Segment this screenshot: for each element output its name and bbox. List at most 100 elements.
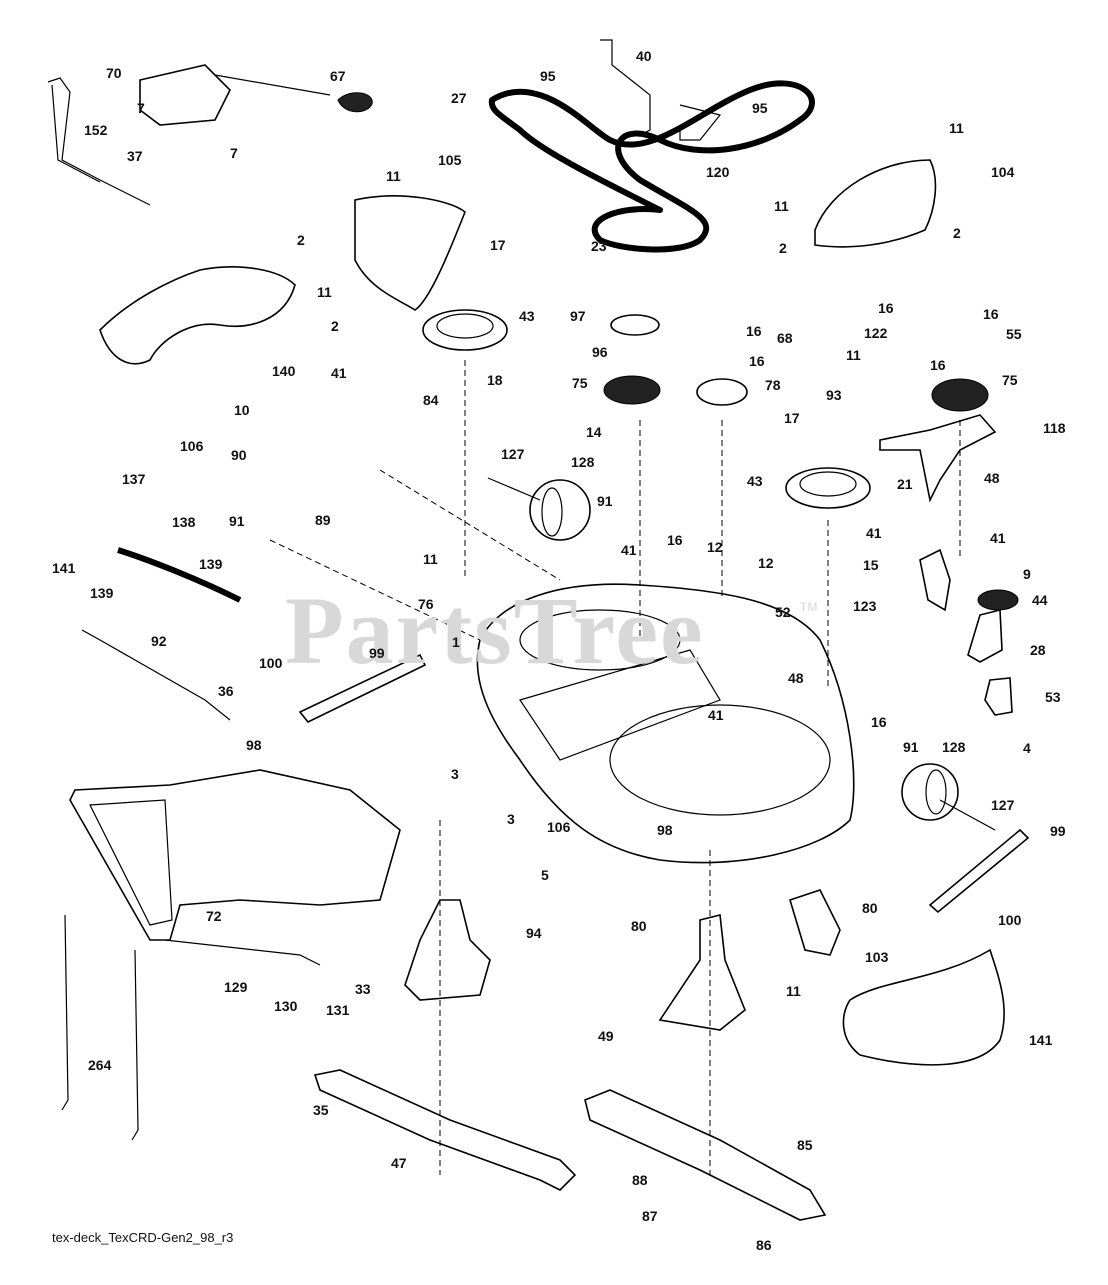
callout-55: 55	[1006, 326, 1022, 342]
callout-86: 86	[756, 1237, 772, 1253]
bracket-118	[879, 414, 997, 503]
callout-128-b: 128	[942, 739, 966, 755]
callout-33: 33	[355, 981, 371, 997]
callout-7-a: 7	[137, 100, 145, 116]
callout-96: 96	[592, 344, 608, 360]
callout-27: 27	[451, 90, 467, 106]
callout-12-a: 12	[707, 539, 723, 555]
callout-21: 21	[897, 476, 913, 492]
callout-35: 35	[313, 1102, 329, 1118]
callout-49: 49	[598, 1028, 614, 1044]
callout-23: 23	[591, 238, 607, 254]
callout-5: 5	[541, 867, 549, 883]
callout-16-g: 16	[871, 714, 887, 730]
callout-103: 103	[865, 949, 889, 965]
callout-264: 264	[88, 1057, 112, 1073]
rod-264-left	[61, 914, 69, 1111]
callout-100-a: 100	[259, 655, 283, 671]
callout-95-b: 95	[752, 100, 768, 116]
idler-75-right	[931, 378, 989, 412]
callout-12-b: 12	[758, 555, 774, 571]
hose-138	[117, 547, 242, 603]
callout-137: 137	[122, 471, 146, 487]
callout-36: 36	[218, 683, 234, 699]
callout-94: 94	[526, 925, 542, 941]
callout-2-c: 2	[953, 225, 961, 241]
callout-100-b: 100	[998, 912, 1022, 928]
axle-127-left	[487, 477, 541, 501]
diagram-caption: tex-deck_TexCRD-Gen2_98_r3	[52, 1230, 234, 1245]
watermark: PartsTree	[285, 577, 705, 684]
callout-139-b: 139	[90, 585, 114, 601]
callout-90: 90	[231, 447, 247, 463]
rod-92	[81, 629, 231, 721]
callout-43-b: 43	[747, 473, 763, 489]
callout-2-d: 2	[779, 240, 787, 256]
callout-48-b: 48	[788, 670, 804, 686]
callout-37: 37	[127, 148, 143, 164]
callout-67: 67	[330, 68, 346, 84]
callout-47: 47	[391, 1155, 407, 1171]
gauge-wheel-128-right	[901, 763, 959, 821]
callout-41-b: 41	[621, 542, 637, 558]
callout-11-b: 11	[317, 284, 332, 300]
callout-41-e: 41	[708, 707, 724, 723]
callout-106-a: 106	[180, 438, 204, 454]
belt-cover-104	[814, 159, 937, 248]
callout-131: 131	[326, 1002, 350, 1018]
callout-48-a: 48	[984, 470, 1000, 486]
handle-67	[337, 92, 373, 113]
belt-guide-120	[679, 104, 722, 141]
spindle-49	[658, 914, 746, 1031]
rod-129	[164, 939, 321, 966]
callout-139-a: 139	[199, 556, 223, 572]
callout-11-e: 11	[846, 347, 861, 363]
callout-16-a: 16	[746, 323, 762, 339]
idler-78	[696, 378, 748, 406]
callout-28: 28	[1030, 642, 1046, 658]
callout-95-a: 95	[540, 68, 556, 84]
callout-97: 97	[570, 308, 586, 324]
callout-127-a: 127	[501, 446, 525, 462]
callout-123: 123	[853, 598, 877, 614]
callout-87: 87	[642, 1208, 658, 1224]
belt-guide-40	[600, 39, 651, 136]
callout-138: 138	[172, 514, 196, 530]
callout-16-b: 16	[749, 353, 765, 369]
callout-91-b: 91	[229, 513, 245, 529]
axle-127-right	[939, 799, 996, 831]
baffle-103	[789, 889, 841, 956]
callout-9: 9	[1023, 566, 1031, 582]
lift-arm-99-right	[928, 828, 1030, 914]
callout-7-b: 7	[230, 145, 238, 161]
callout-14: 14	[586, 424, 602, 440]
control-rod	[47, 77, 151, 206]
spindle-33	[404, 899, 491, 1001]
callout-16-d: 16	[983, 306, 999, 322]
callout-75-a: 75	[572, 375, 588, 391]
callout-106-b: 106	[547, 819, 571, 835]
callout-1: 1	[452, 634, 460, 650]
callout-70: 70	[106, 65, 122, 81]
gauge-wheel-128-left	[529, 479, 591, 541]
callout-2-a: 2	[297, 232, 305, 248]
bracket-28	[967, 608, 1003, 663]
callout-91-c: 91	[903, 739, 919, 755]
callout-11-c: 11	[949, 120, 964, 136]
pulley-43-left	[422, 309, 508, 351]
callout-17-a: 17	[490, 237, 506, 253]
callout-41-d: 41	[990, 530, 1006, 546]
callout-16-e: 16	[930, 357, 946, 373]
callout-152: 152	[84, 122, 108, 138]
callout-11-d: 11	[774, 198, 789, 214]
callout-93: 93	[826, 387, 842, 403]
callout-120: 120	[706, 164, 730, 180]
callout-4: 4	[1023, 740, 1031, 756]
callout-3-a: 3	[451, 766, 459, 782]
callout-16-f: 16	[667, 532, 683, 548]
callout-98-b: 98	[657, 822, 673, 838]
callout-140: 140	[272, 363, 296, 379]
callout-98-a: 98	[246, 737, 262, 753]
callout-91-a: 91	[597, 493, 613, 509]
